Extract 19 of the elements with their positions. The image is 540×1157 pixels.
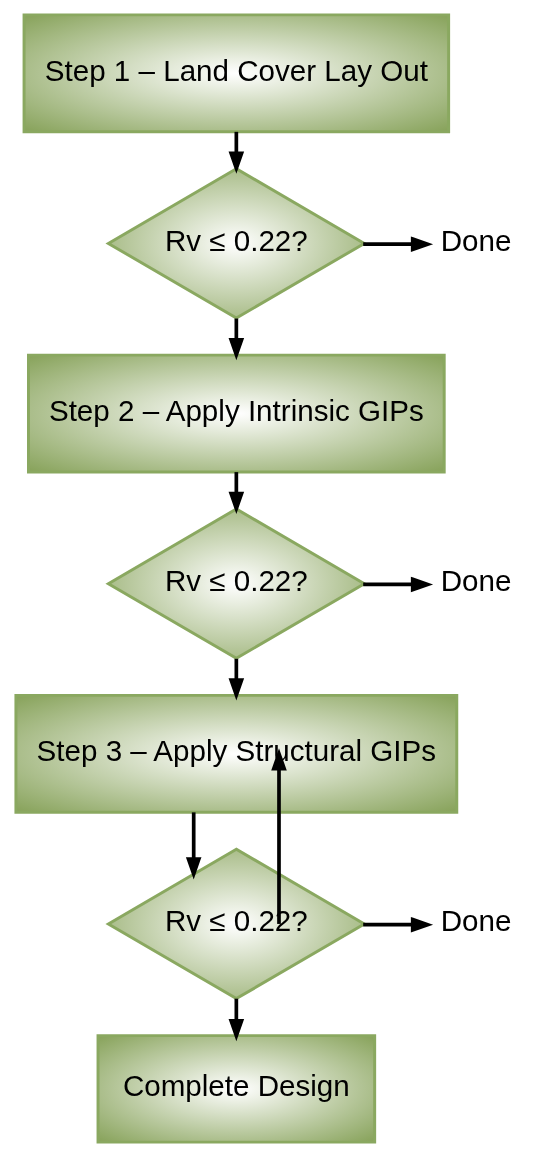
arrow	[363, 916, 434, 933]
arrow	[228, 318, 245, 361]
arrow	[363, 236, 434, 252]
node-text: Done	[440, 904, 512, 938]
arrow	[228, 131, 245, 174]
node-diamond: Rv ≤ 0.22?	[105, 847, 368, 1001]
node-box: Step 2 – Apply Intrinsic GIPs	[27, 353, 446, 474]
node-text: Done	[440, 564, 512, 598]
node-text: Done	[440, 223, 512, 257]
node-box: Step 1 – Land Cover Lay Out	[22, 13, 451, 134]
arrow	[228, 658, 245, 701]
arrow	[228, 998, 245, 1042]
node-box: Complete Design	[96, 1034, 377, 1144]
arrow	[228, 472, 245, 515]
node-diamond: Rv ≤ 0.22?	[105, 507, 368, 661]
node-box: Step 3 – Apply Structural GIPs	[14, 693, 459, 814]
arrow	[271, 748, 287, 924]
arrow	[185, 812, 202, 880]
arrow	[363, 576, 434, 593]
